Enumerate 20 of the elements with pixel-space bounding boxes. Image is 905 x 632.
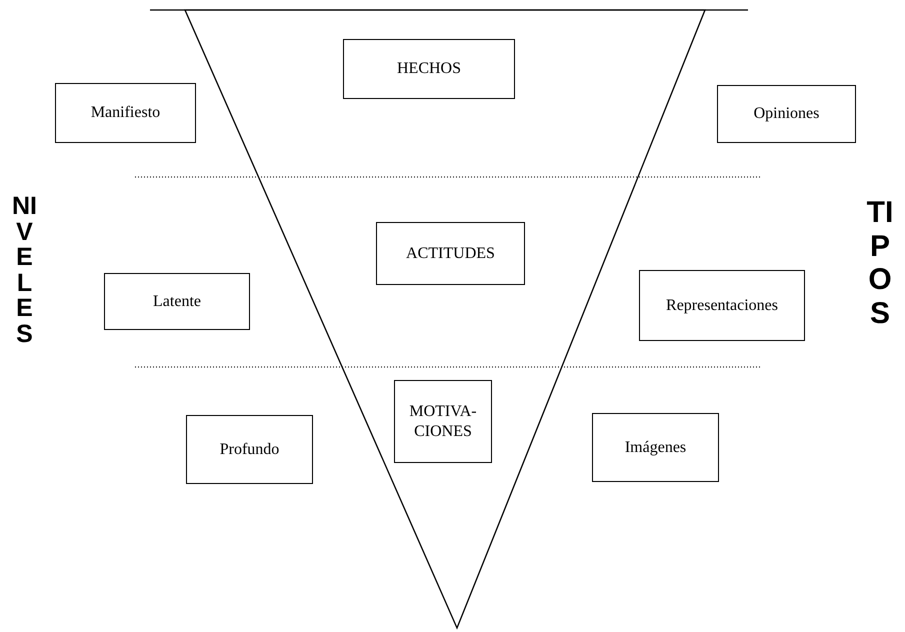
text-box	[376, 222, 525, 285]
text-box	[186, 415, 313, 484]
box-label: Representaciones	[666, 296, 778, 316]
box-label: Manifiesto	[90, 103, 160, 123]
text-box	[717, 85, 856, 143]
box-label: Latente	[153, 292, 201, 312]
box-label: MOTIVA- CIONES	[408, 402, 478, 442]
text-box	[592, 413, 719, 482]
text-box	[343, 39, 515, 99]
text-box	[639, 270, 805, 341]
box-label: Opiniones	[754, 104, 820, 124]
text-box	[55, 83, 196, 143]
box-label: HECHOS	[396, 59, 461, 79]
vertical-axis-label: TIPOS	[866, 196, 894, 330]
box-label: ACTITUDES	[406, 244, 495, 264]
vertical-axis-label: NIVELES	[12, 194, 37, 347]
box-label: Profundo	[220, 440, 280, 460]
box-label: Imágenes	[624, 438, 686, 458]
text-box	[394, 380, 492, 463]
text-box	[104, 273, 250, 330]
